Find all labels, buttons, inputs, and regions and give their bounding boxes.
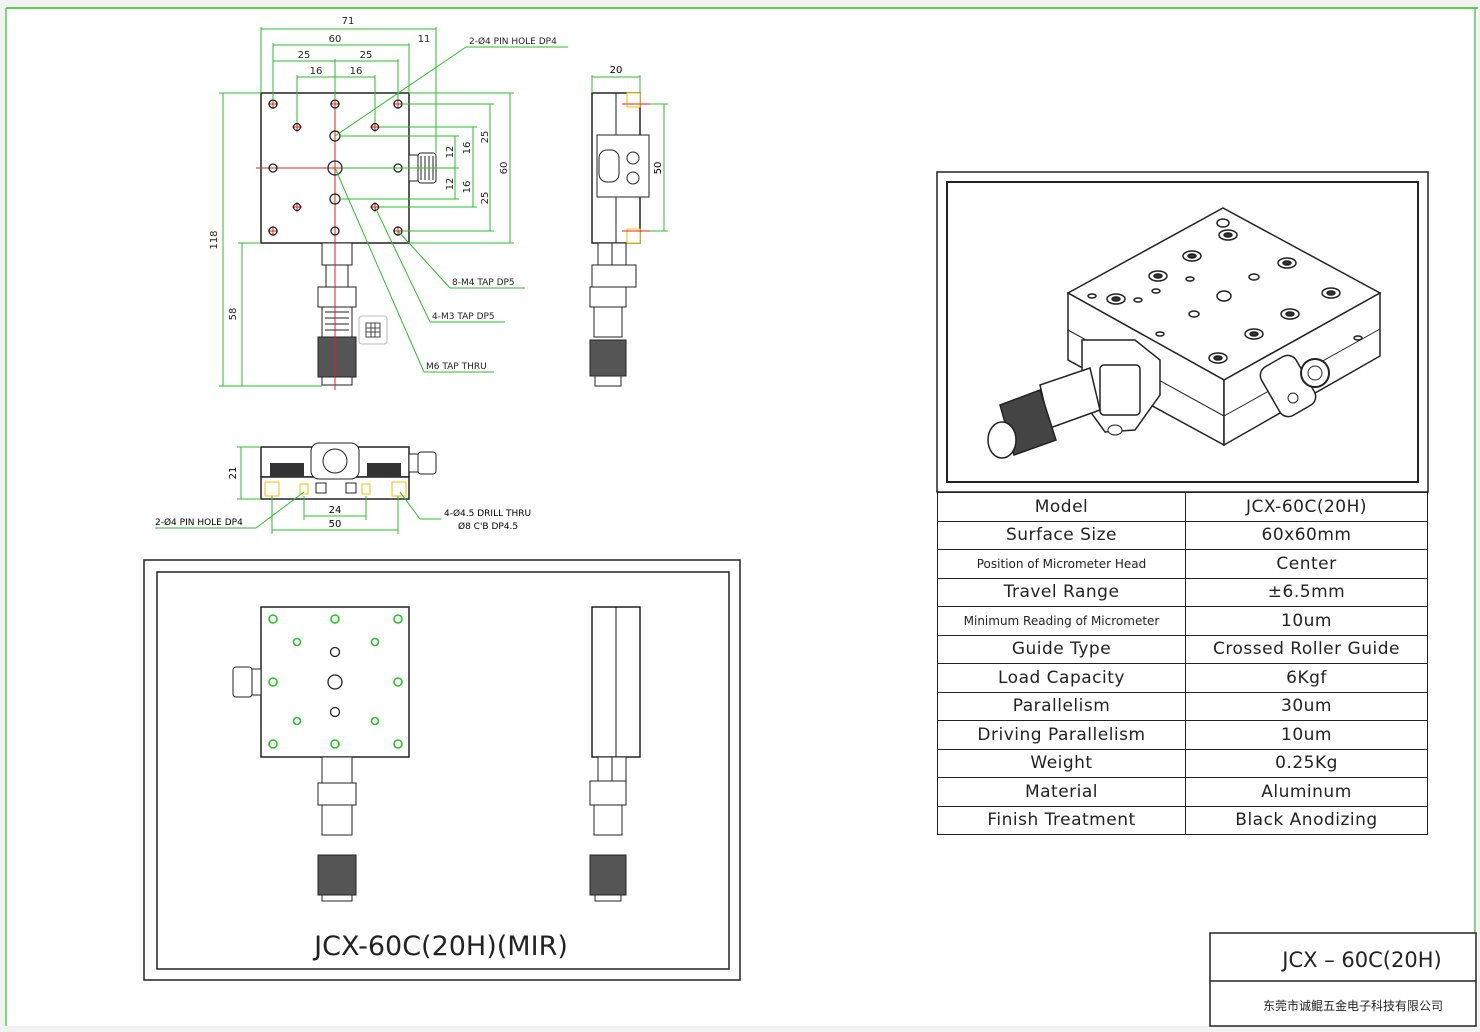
top-view: 71 60 11 25 25 16 16 118 58 12 12 16 16 … (209, 16, 568, 390)
callout-m3-tap: 4-M3 TAP DP5 (432, 312, 495, 322)
spec-value: JCX-60C(20H) (1185, 492, 1428, 522)
front-view: 21 24 50 2-Ø4 PIN HOLE DP4 4-Ø4.5 DRILL … (155, 442, 531, 534)
dim-71: 71 (342, 16, 355, 27)
spec-key: Minimum Reading of Micrometer (937, 606, 1186, 636)
spec-value: Black Anodizing (1185, 805, 1428, 835)
spec-key: Load Capacity (937, 663, 1186, 693)
spec-value: Aluminum (1185, 777, 1428, 807)
spec-value: ±6.5mm (1185, 577, 1428, 607)
dim-25-bottom: 25 (480, 192, 491, 205)
callout-pin-hole-bottom: 2-Ø4 PIN HOLE DP4 (155, 517, 243, 528)
table-view-button[interactable] (358, 315, 388, 345)
spec-key: Travel Range (937, 577, 1186, 607)
dim-12-bottom: 12 (445, 178, 456, 191)
dim-16-left: 16 (310, 66, 323, 77)
dim-50-vertical: 50 (653, 162, 664, 175)
title-block: JCX – 60C(20H) 东莞市诚鲲五金电子科技有限公司 (1209, 932, 1477, 1027)
callout-m6-tap: M6 TAP THRU (426, 362, 487, 372)
dim-60-vertical: 60 (499, 162, 510, 175)
spec-value: 6Kgf (1185, 663, 1428, 693)
callout-pin-hole-top: 2-Ø4 PIN HOLE DP4 (469, 36, 557, 47)
spec-key: Material (937, 777, 1186, 807)
mirror-view-label: JCX-60C(20H)(MIR) (312, 931, 568, 962)
spec-value: Crossed Roller Guide (1185, 634, 1428, 664)
dim-21: 21 (228, 467, 239, 480)
spec-value: Center (1185, 549, 1428, 579)
dim-16-right: 16 (350, 66, 363, 77)
spec-key: Surface Size (937, 520, 1186, 550)
dim-50: 50 (329, 519, 342, 530)
callout-drill-thru: 4-Ø4.5 DRILL THRU (444, 508, 531, 519)
dim-25-top: 25 (480, 131, 491, 144)
callout-counterbore: Ø8 C'B DP4.5 (458, 521, 518, 532)
spec-key: Driving Parallelism (937, 720, 1186, 750)
spec-key: Weight (937, 748, 1186, 778)
dim-16-top: 16 (462, 142, 473, 155)
spec-value: 10um (1185, 606, 1428, 636)
spec-value: 0.25Kg (1185, 748, 1428, 778)
callout-m4-tap: 8-M4 TAP DP5 (452, 278, 515, 288)
dim-24: 24 (329, 505, 342, 516)
dim-16-bottom: 16 (462, 181, 473, 194)
company-name: 东莞市诚鲲五金电子科技有限公司 (1263, 998, 1443, 1013)
dim-12-top: 12 (445, 146, 456, 159)
spec-key: Finish Treatment (937, 805, 1186, 835)
isometric-view-panel (936, 171, 1429, 493)
spec-value: 10um (1185, 720, 1428, 750)
side-view: 20 50 (589, 65, 668, 387)
dim-20: 20 (610, 65, 623, 76)
spec-key: Position of Micrometer Head (937, 549, 1186, 579)
spec-value: 60x60mm (1185, 520, 1428, 550)
dim-58: 58 (228, 308, 239, 321)
dim-25-right: 25 (360, 50, 373, 61)
spec-key: Parallelism (937, 691, 1186, 721)
spec-key: Guide Type (937, 634, 1186, 664)
dim-118: 118 (209, 230, 220, 249)
dim-60: 60 (329, 34, 342, 45)
spec-value: 30um (1185, 691, 1428, 721)
spec-key: Model (937, 492, 1186, 522)
dim-11: 11 (418, 34, 431, 45)
spec-row: Travel Range±6.5mm (937, 577, 1428, 607)
dim-25-left: 25 (298, 50, 311, 61)
title-block-model: JCX – 60C(20H) (1280, 948, 1441, 972)
mirror-view-panel: JCX-60C(20H)(MIR) (143, 559, 741, 981)
